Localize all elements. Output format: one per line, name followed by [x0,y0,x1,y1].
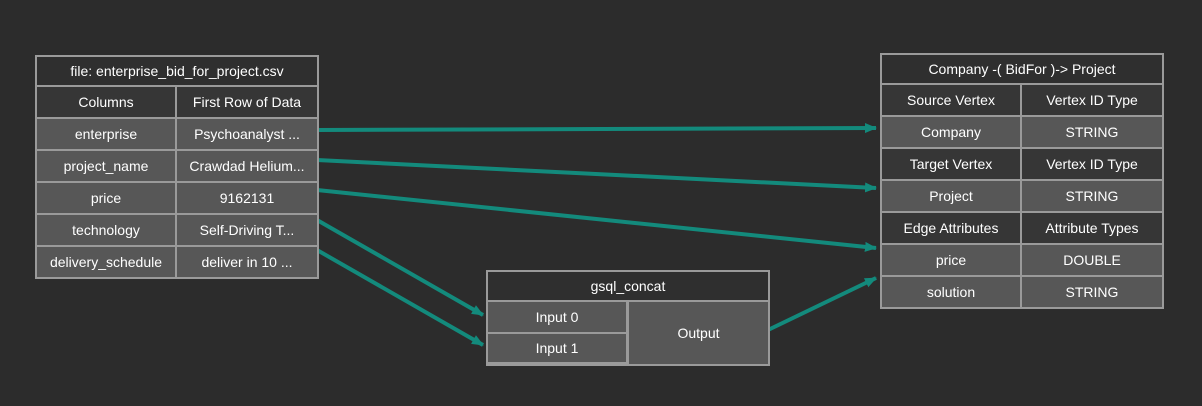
source-row-price[interactable]: price 9162131 [37,181,317,213]
target-type: DOUBLE [1022,245,1162,275]
output-port[interactable]: Output [629,302,768,364]
columns-header: Columns [37,87,177,117]
target-vertex-header: Target Vertex [882,149,1022,179]
gsql-concat-node[interactable]: gsql_concat Input 0 Input 1 Output [486,270,770,366]
column-name: enterprise [37,119,177,149]
source-row-delivery-schedule[interactable]: delivery_schedule deliver in 10 ... [37,245,317,277]
link-price-to-price[interactable] [316,188,877,252]
source-vertex-header: Source Vertex [882,85,1022,115]
target-edge-table: Company -( BidFor )-> Project Source Ver… [880,53,1164,309]
target-type: STRING [1022,117,1162,147]
link-enterprise-to-company[interactable] [316,123,877,134]
source-row-technology[interactable]: technology Self-Driving T... [37,213,317,245]
link-delivery-to-input1[interactable] [316,248,484,347]
input-1-port[interactable]: Input 1 [488,332,626,362]
column-value: Self-Driving T... [177,215,317,245]
column-name: delivery_schedule [37,247,177,277]
edge-attributes-header: Edge Attributes [882,213,1022,243]
target-row-project[interactable]: Project STRING [882,179,1162,211]
edge-title: Company -( BidFor )-> Project [882,55,1162,83]
source-row-enterprise[interactable]: enterprise Psychoanalyst ... [37,117,317,149]
vertex-id-type-header: Vertex ID Type [1022,85,1162,115]
target-row-price[interactable]: price DOUBLE [882,243,1162,275]
link-project-name-to-project[interactable] [316,158,877,193]
attribute-types-header: Attribute Types [1022,213,1162,243]
function-title: gsql_concat [488,272,768,300]
link-output-to-solution[interactable] [767,276,877,332]
target-type: STRING [1022,277,1162,307]
column-name: technology [37,215,177,245]
column-value: deliver in 10 ... [177,247,317,277]
column-value: 9162131 [177,183,317,213]
source-file-title: file: enterprise_bid_for_project.csv [37,57,317,85]
input-0-port[interactable]: Input 0 [488,302,626,332]
column-name: price [37,183,177,213]
target-name: Company [882,117,1022,147]
target-row-company[interactable]: Company STRING [882,115,1162,147]
target-name: solution [882,277,1022,307]
target-name: Project [882,181,1022,211]
source-file-table: file: enterprise_bid_for_project.csv Col… [35,55,319,279]
target-row-solution[interactable]: solution STRING [882,275,1162,307]
source-row-project-name[interactable]: project_name Crawdad Helium... [37,149,317,181]
target-type: STRING [1022,181,1162,211]
target-name: price [882,245,1022,275]
column-name: project_name [37,151,177,181]
link-technology-to-input0[interactable] [316,218,484,317]
vertex-id-type-header: Vertex ID Type [1022,149,1162,179]
first-row-header: First Row of Data [177,87,317,117]
column-value: Psychoanalyst ... [177,119,317,149]
column-value: Crawdad Helium... [177,151,317,181]
